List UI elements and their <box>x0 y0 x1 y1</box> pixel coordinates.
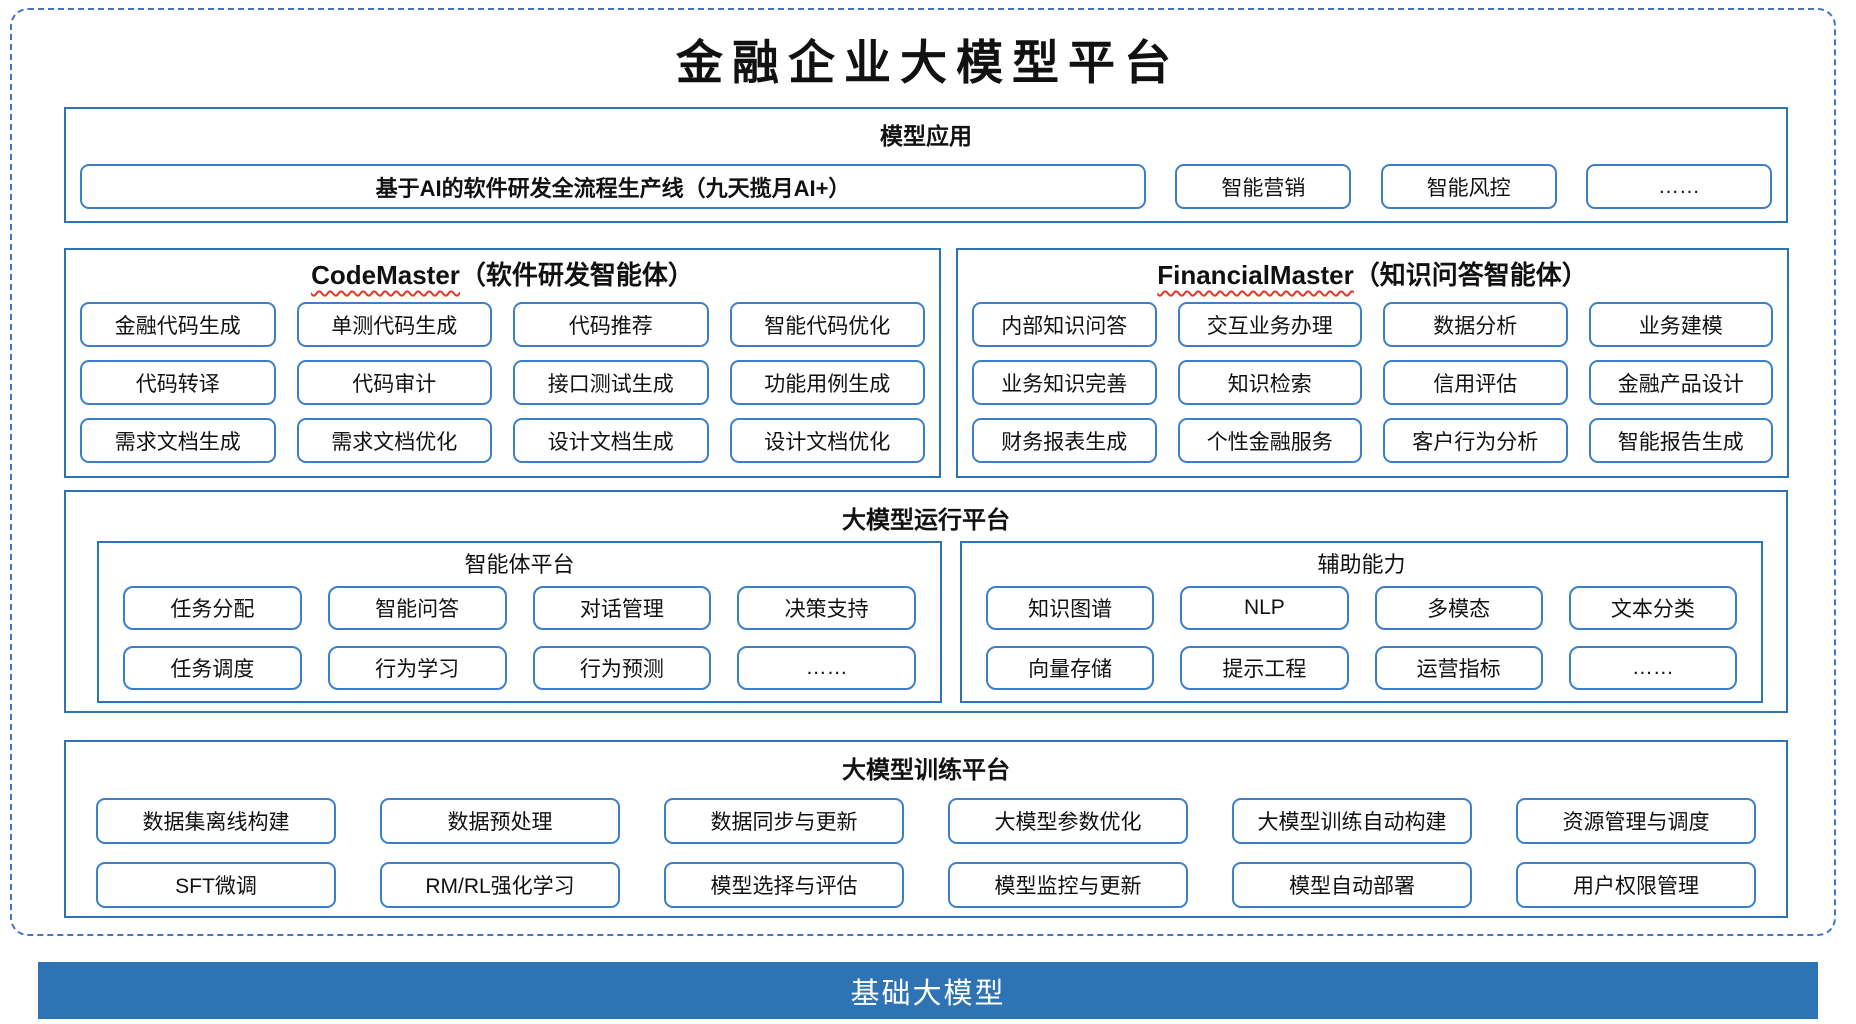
app-ellipsis-box: …… <box>1585 164 1772 209</box>
auxiliary-item: 多模态 <box>1374 586 1543 630</box>
auxiliary-item: 运营指标 <box>1374 646 1543 690</box>
financialmaster-item: 交互业务办理 <box>1177 302 1362 347</box>
training-item: 模型自动部署 <box>1232 862 1472 908</box>
section-codemaster: CodeMaster（软件研发智能体） 金融代码生成 单测代码生成 代码推荐 智… <box>64 248 941 478</box>
agent-platform-item: 任务调度 <box>123 646 302 690</box>
training-platform-title: 大模型训练平台 <box>842 757 1010 784</box>
financialmaster-grid: 内部知识问答 交互业务办理 数据分析 业务建模 业务知识完善 知识检索 信用评估… <box>972 302 1773 463</box>
auxiliary-item: 知识图谱 <box>986 586 1155 630</box>
financialmaster-item: 客户行为分析 <box>1383 418 1568 463</box>
auxiliary-capability-title: 辅助能力 <box>1317 552 1406 577</box>
agent-platform-title: 智能体平台 <box>464 552 575 577</box>
codemaster-item: 设计文档优化 <box>729 418 925 463</box>
codemaster-item: 智能代码优化 <box>729 302 925 347</box>
page-title: 金融企业大模型平台 <box>676 36 1180 91</box>
codemaster-item: 代码推荐 <box>513 302 709 347</box>
financialmaster-title-cn: （知识问答智能体） <box>1353 260 1588 290</box>
codemaster-title-cn: （软件研发智能体） <box>459 260 694 290</box>
model-applications-row: 基于AI的软件研发全流程生产线（九天揽月AI+） 智能营销 智能风控 …… <box>80 164 1772 209</box>
auxiliary-item: 文本分类 <box>1568 586 1737 630</box>
agent-platform-item: 任务分配 <box>123 586 302 630</box>
auxiliary-item: 提示工程 <box>1180 646 1349 690</box>
runtime-platform-title: 大模型运行平台 <box>842 507 1010 534</box>
codemaster-item: 单测代码生成 <box>296 302 492 347</box>
agent-platform-box: 智能体平台 任务分配 智能问答 对话管理 决策支持 任务调度 行为学习 行为预测… <box>97 541 942 703</box>
auxiliary-capability-grid: 知识图谱 NLP 多模态 文本分类 向量存储 提示工程 运营指标 …… <box>986 586 1737 690</box>
auxiliary-item: 向量存储 <box>986 646 1155 690</box>
training-item: RM/RL强化学习 <box>380 862 620 908</box>
training-item: 用户权限管理 <box>1516 862 1756 908</box>
codemaster-item: 需求文档生成 <box>80 418 276 463</box>
training-item: SFT微调 <box>96 862 336 908</box>
codemaster-item: 金融代码生成 <box>80 302 276 347</box>
agent-platform-item: 行为预测 <box>532 646 712 690</box>
agent-platform-item: 决策支持 <box>737 586 916 630</box>
codemaster-grid: 金融代码生成 单测代码生成 代码推荐 智能代码优化 代码转译 代码审计 接口测试… <box>80 302 925 463</box>
training-item: 数据预处理 <box>380 798 620 844</box>
financialmaster-title-en: FinancialMaster <box>1157 260 1354 290</box>
training-grid: 数据集离线构建 数据预处理 数据同步与更新 大模型参数优化 大模型训练自动构建 … <box>96 798 1756 908</box>
section-model-applications: 模型应用 基于AI的软件研发全流程生产线（九天揽月AI+） 智能营销 智能风控 … <box>64 107 1788 223</box>
outer-dashed-border <box>10 8 1836 936</box>
section-runtime-platform: 大模型运行平台 智能体平台 任务分配 智能问答 对话管理 决策支持 任务调度 行… <box>64 490 1788 713</box>
codemaster-item: 需求文档优化 <box>296 418 492 463</box>
financialmaster-item: 信用评估 <box>1383 360 1568 405</box>
financialmaster-item: 业务建模 <box>1588 302 1773 347</box>
agent-platform-item: 智能问答 <box>327 586 507 630</box>
auxiliary-item: NLP <box>1180 586 1349 630</box>
section-training-platform: 大模型训练平台 数据集离线构建 数据预处理 数据同步与更新 大模型参数优化 大模… <box>64 740 1788 918</box>
auxiliary-capability-box: 辅助能力 知识图谱 NLP 多模态 文本分类 向量存储 提示工程 运营指标 …… <box>960 541 1763 703</box>
training-item: 大模型训练自动构建 <box>1232 798 1472 844</box>
training-item: 数据集离线构建 <box>96 798 336 844</box>
codemaster-title-en: CodeMaster <box>311 260 460 290</box>
financialmaster-item: 内部知识问答 <box>972 302 1157 347</box>
financialmaster-item: 金融产品设计 <box>1588 360 1773 405</box>
section-model-applications-title: 模型应用 <box>880 123 972 149</box>
financialmaster-title: FinancialMaster（知识问答智能体） <box>958 255 1787 292</box>
financialmaster-item: 数据分析 <box>1383 302 1568 347</box>
section-financialmaster: FinancialMaster（知识问答智能体） 内部知识问答 交互业务办理 数… <box>956 248 1789 478</box>
agent-platform-item: 行为学习 <box>327 646 507 690</box>
app-risk-box: 智能风控 <box>1380 164 1557 209</box>
codemaster-item: 功能用例生成 <box>729 360 925 405</box>
agent-platform-grid: 任务分配 智能问答 对话管理 决策支持 任务调度 行为学习 行为预测 …… <box>123 586 916 690</box>
financialmaster-item: 智能报告生成 <box>1588 418 1773 463</box>
training-item: 模型选择与评估 <box>664 862 904 908</box>
financialmaster-item: 知识检索 <box>1177 360 1362 405</box>
financialmaster-item: 个性金融服务 <box>1177 418 1362 463</box>
financialmaster-item: 业务知识完善 <box>972 360 1157 405</box>
app-marketing-box: 智能营销 <box>1175 164 1352 209</box>
app-pipeline-box: 基于AI的软件研发全流程生产线（九天揽月AI+） <box>80 164 1146 209</box>
codemaster-item: 接口测试生成 <box>513 360 709 405</box>
codemaster-item: 设计文档生成 <box>513 418 709 463</box>
codemaster-title: CodeMaster（软件研发智能体） <box>66 255 939 292</box>
training-item: 数据同步与更新 <box>664 798 904 844</box>
codemaster-item: 代码转译 <box>80 360 276 405</box>
agent-platform-item: …… <box>737 646 916 690</box>
agent-platform-item: 对话管理 <box>532 586 712 630</box>
auxiliary-item: …… <box>1568 646 1737 690</box>
training-item: 资源管理与调度 <box>1516 798 1756 844</box>
base-model-label: 基础大模型 <box>850 977 1006 1010</box>
base-model-bar: 基础大模型 <box>38 962 1818 1019</box>
training-item: 大模型参数优化 <box>948 798 1188 844</box>
codemaster-item: 代码审计 <box>296 360 492 405</box>
financialmaster-item: 财务报表生成 <box>972 418 1157 463</box>
training-item: 模型监控与更新 <box>948 862 1188 908</box>
